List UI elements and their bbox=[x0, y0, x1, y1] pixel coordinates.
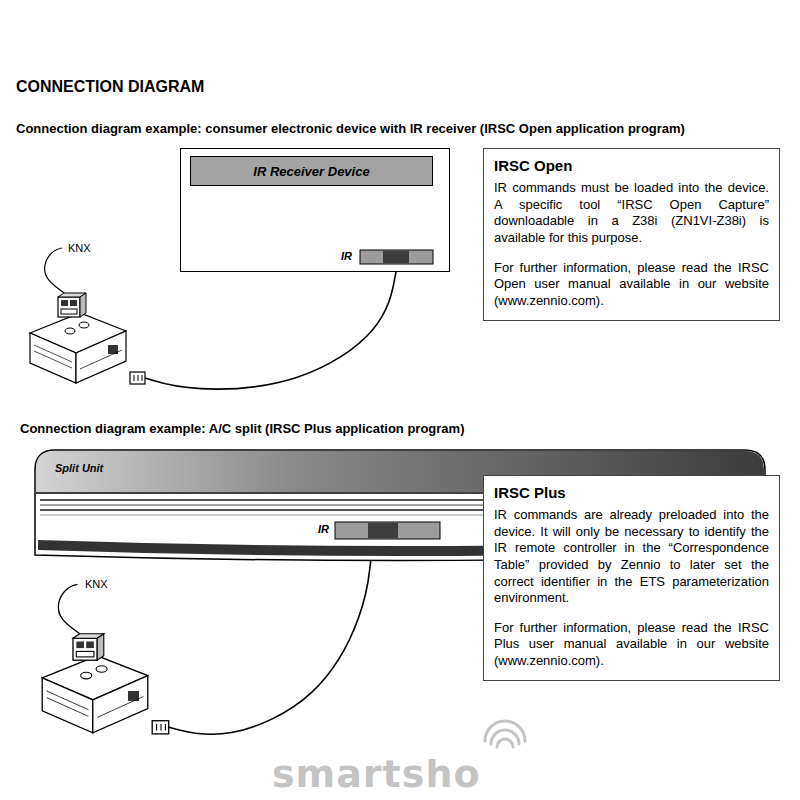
knx-module: KNX bbox=[28, 285, 145, 385]
box-heading: IRSC Open bbox=[494, 157, 769, 174]
box-paragraph: For further information, please read the… bbox=[494, 260, 769, 310]
info-box: IRSC Plus IR commands are already preload… bbox=[483, 475, 780, 681]
ir-cable bbox=[169, 560, 371, 734]
section-heading: Connection diagram example: A/C split (I… bbox=[20, 421, 464, 436]
node-label: Split Unit bbox=[55, 462, 103, 474]
box-paragraph: IR commands are already preloaded into t… bbox=[494, 507, 769, 607]
device-box: IR IR Receiver Device bbox=[180, 148, 450, 272]
section-heading: Connection diagram example: consumer ele… bbox=[16, 121, 685, 136]
watermark-icon bbox=[485, 721, 525, 747]
box-heading: IRSC Plus bbox=[494, 484, 769, 501]
display-bar: IR Receiver Device bbox=[190, 156, 433, 186]
node-label: KNX bbox=[85, 578, 108, 590]
info-box: IRSC Open IR commands must be loaded into… bbox=[483, 148, 780, 321]
node-label: IR Receiver Device bbox=[253, 164, 369, 179]
ir-cable bbox=[145, 272, 396, 389]
knx-module-art bbox=[30, 248, 145, 384]
knx-module-art bbox=[42, 584, 169, 734]
box-paragraph: For further information, please read the… bbox=[494, 620, 769, 670]
ir-emitter bbox=[360, 250, 433, 264]
node-label: IR bbox=[318, 523, 329, 535]
watermark: smartsho bbox=[272, 752, 481, 796]
node-label: IR bbox=[341, 250, 352, 262]
node-label: KNX bbox=[68, 242, 91, 254]
diagram-title: CONNECTION DIAGRAM bbox=[16, 78, 204, 96]
box-paragraph: IR commands must be loaded into the devi… bbox=[494, 180, 769, 247]
knx-module: KNX bbox=[40, 625, 169, 735]
